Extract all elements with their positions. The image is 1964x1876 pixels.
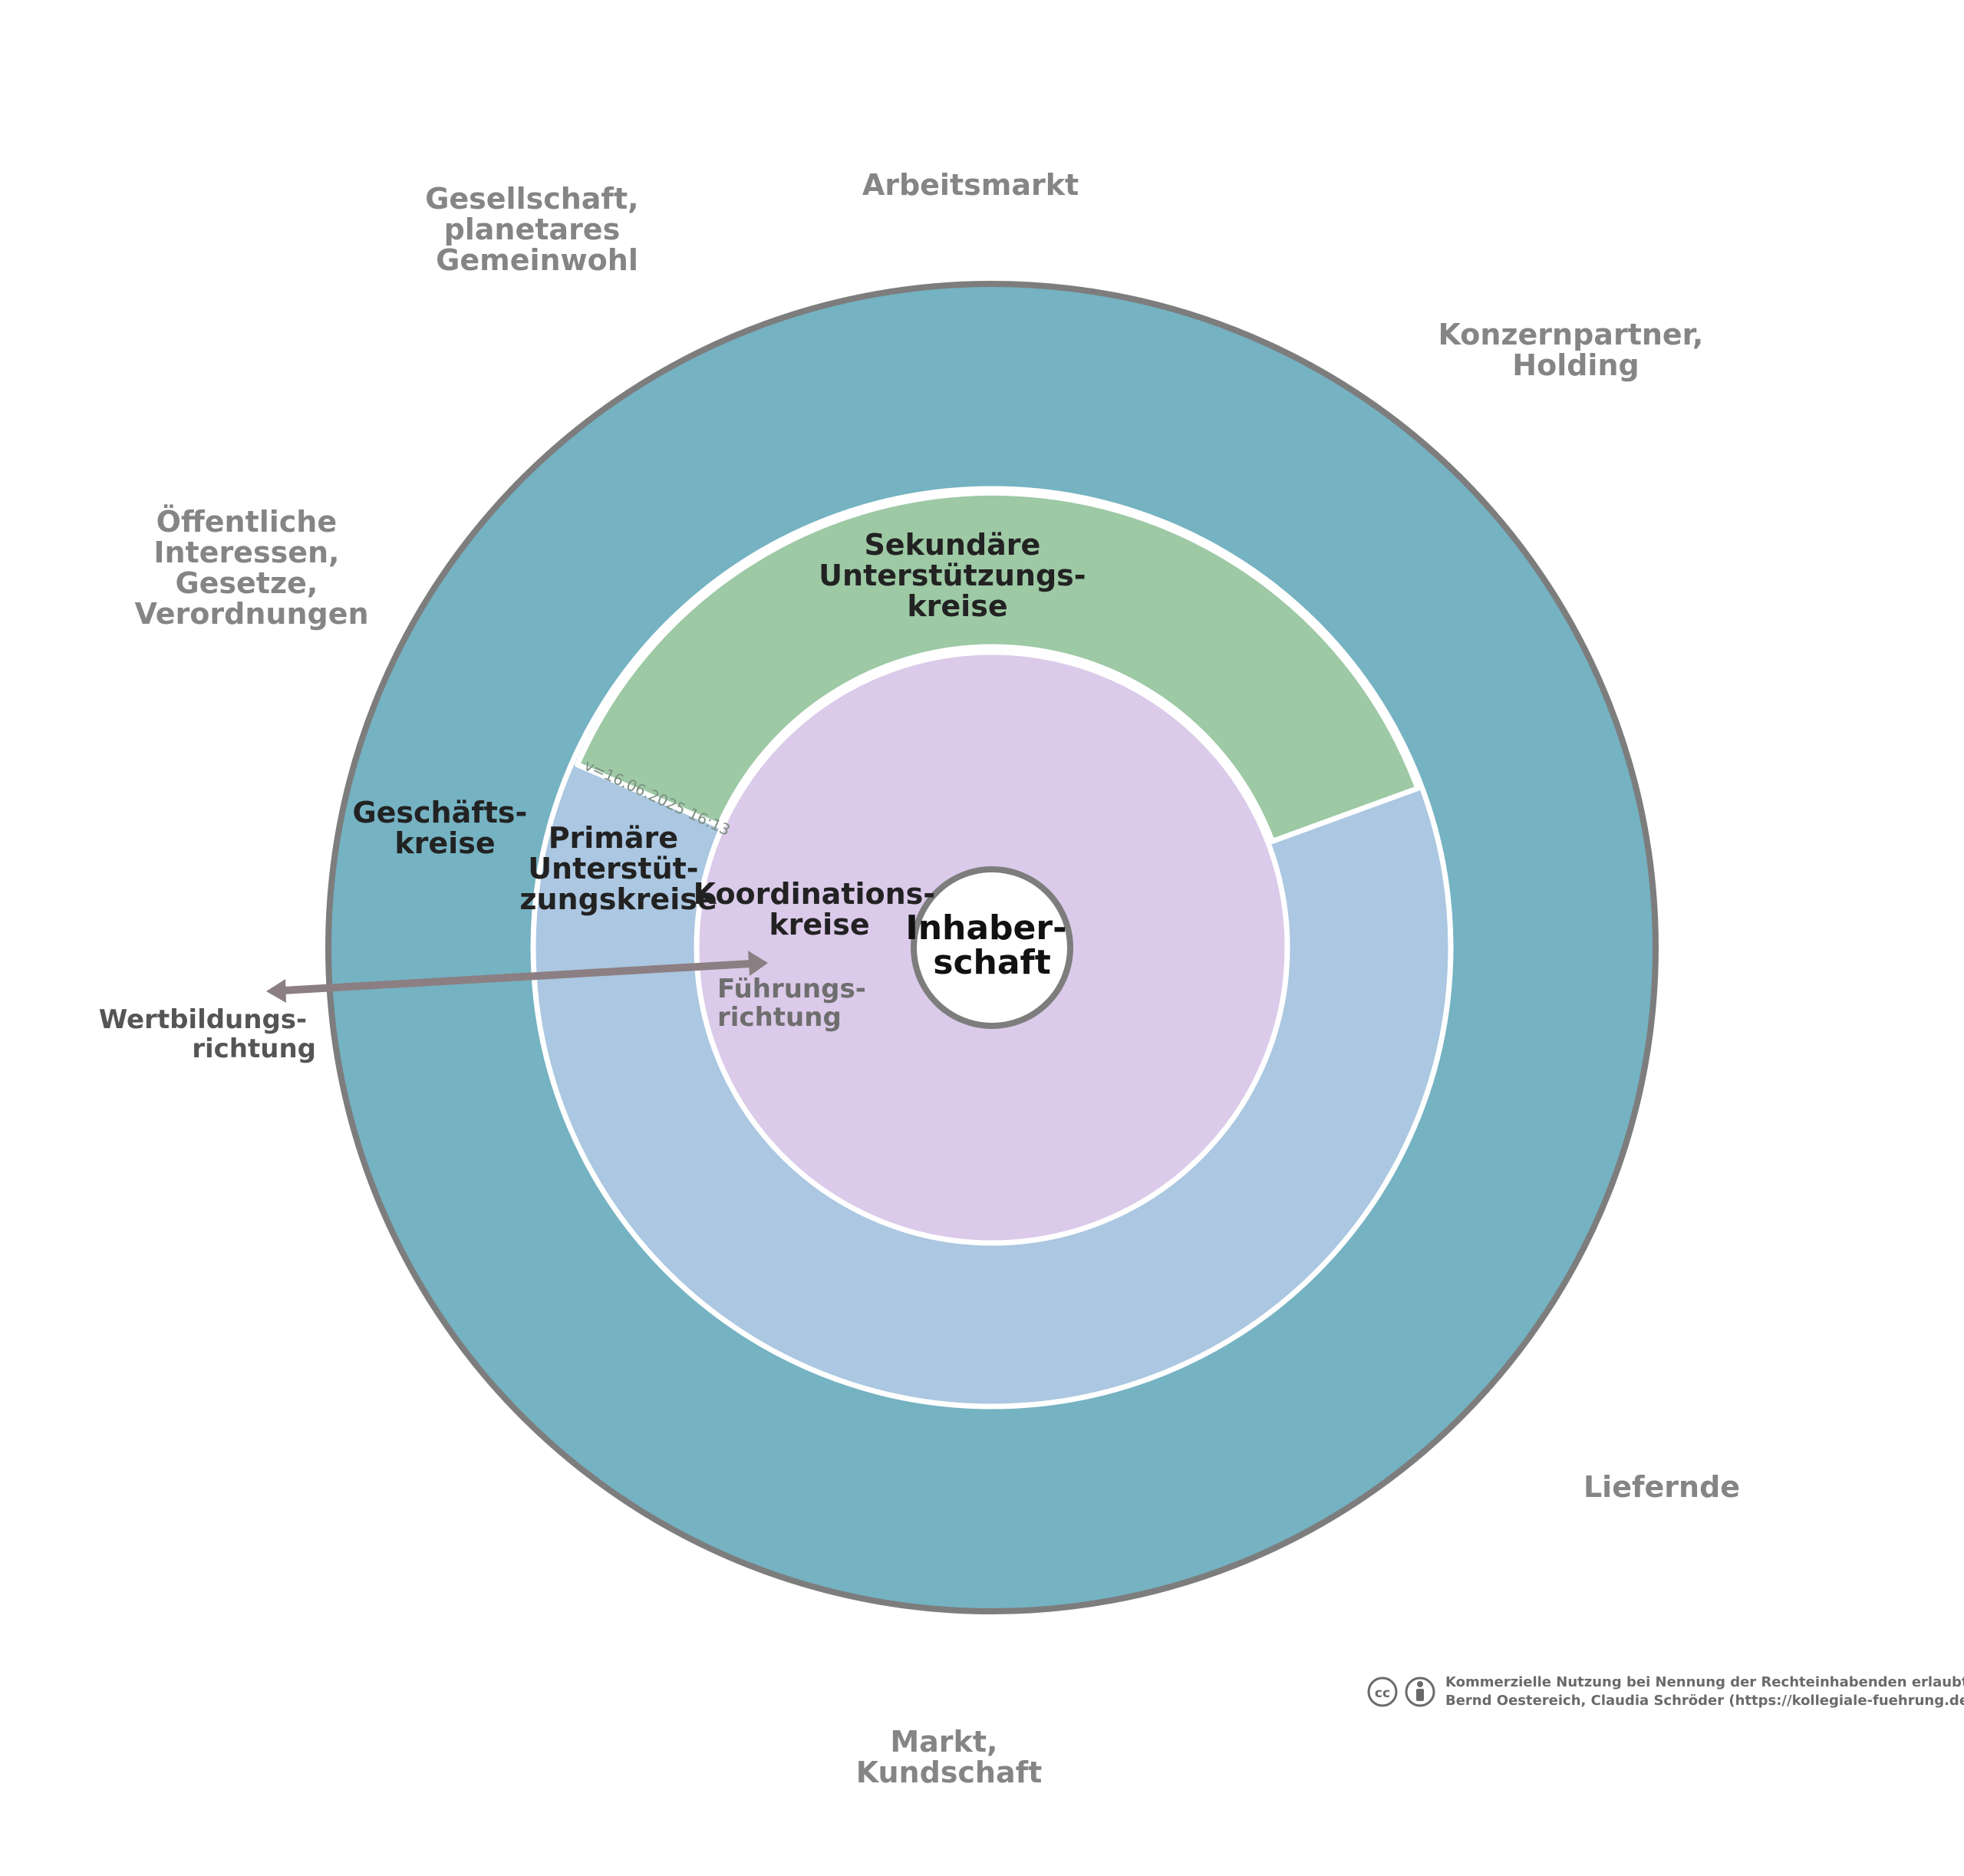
direction-arrow — [266, 951, 768, 1003]
creative-commons-icon: cc — [1367, 1677, 1398, 1707]
label-geschaeftskreise: Geschäfts- kreise — [352, 796, 537, 860]
arrow-shaft — [282, 960, 751, 994]
label-inhaberschaft: Inhaber- schaft — [905, 908, 1078, 982]
license-text: Kommerzielle Nutzung bei Nennung der Rec… — [1445, 1674, 1964, 1709]
label-arbeitsmarkt: Arbeitsmarkt — [862, 168, 1079, 202]
label-sekundaere-unterstuetzungskreise: Sekundäre Unterstützungs- kreise — [819, 528, 1096, 623]
label-fuehrungsrichtung: Führungs- richtung — [717, 974, 875, 1033]
label-konzernpartner: Konzernpartner, Holding — [1438, 318, 1713, 382]
sekundaere-unterstuetzungskreise-sector — [575, 490, 1421, 844]
svg-text:cc: cc — [1375, 1686, 1390, 1701]
arrow-head-right — [748, 951, 768, 976]
geschaeftskreise-border — [325, 281, 1659, 1614]
label-oeffentliche-interessen: Öffentliche Interessen, Gesetze, Verordn… — [134, 505, 368, 631]
label-gesellschaft: Gesellschaft, planetares Gemeinwohl — [425, 182, 649, 277]
label-wertbildungsrichtung: Wertbildungs- richtung — [99, 1004, 316, 1064]
label-koordinationskreise: Koordinations- kreise — [694, 877, 946, 941]
attribution-person-icon — [1405, 1677, 1435, 1707]
label-primaere-unterstuetzungskreise: Primäre Unterstüt- zungskreise — [519, 821, 717, 916]
label-markt-kundschaft: Markt, Kundschaft — [856, 1725, 1043, 1789]
inhaberschaft-circle — [911, 866, 1073, 1029]
arrow-head-left — [266, 979, 286, 1003]
label-liefernde: Liefernde — [1583, 1470, 1740, 1504]
